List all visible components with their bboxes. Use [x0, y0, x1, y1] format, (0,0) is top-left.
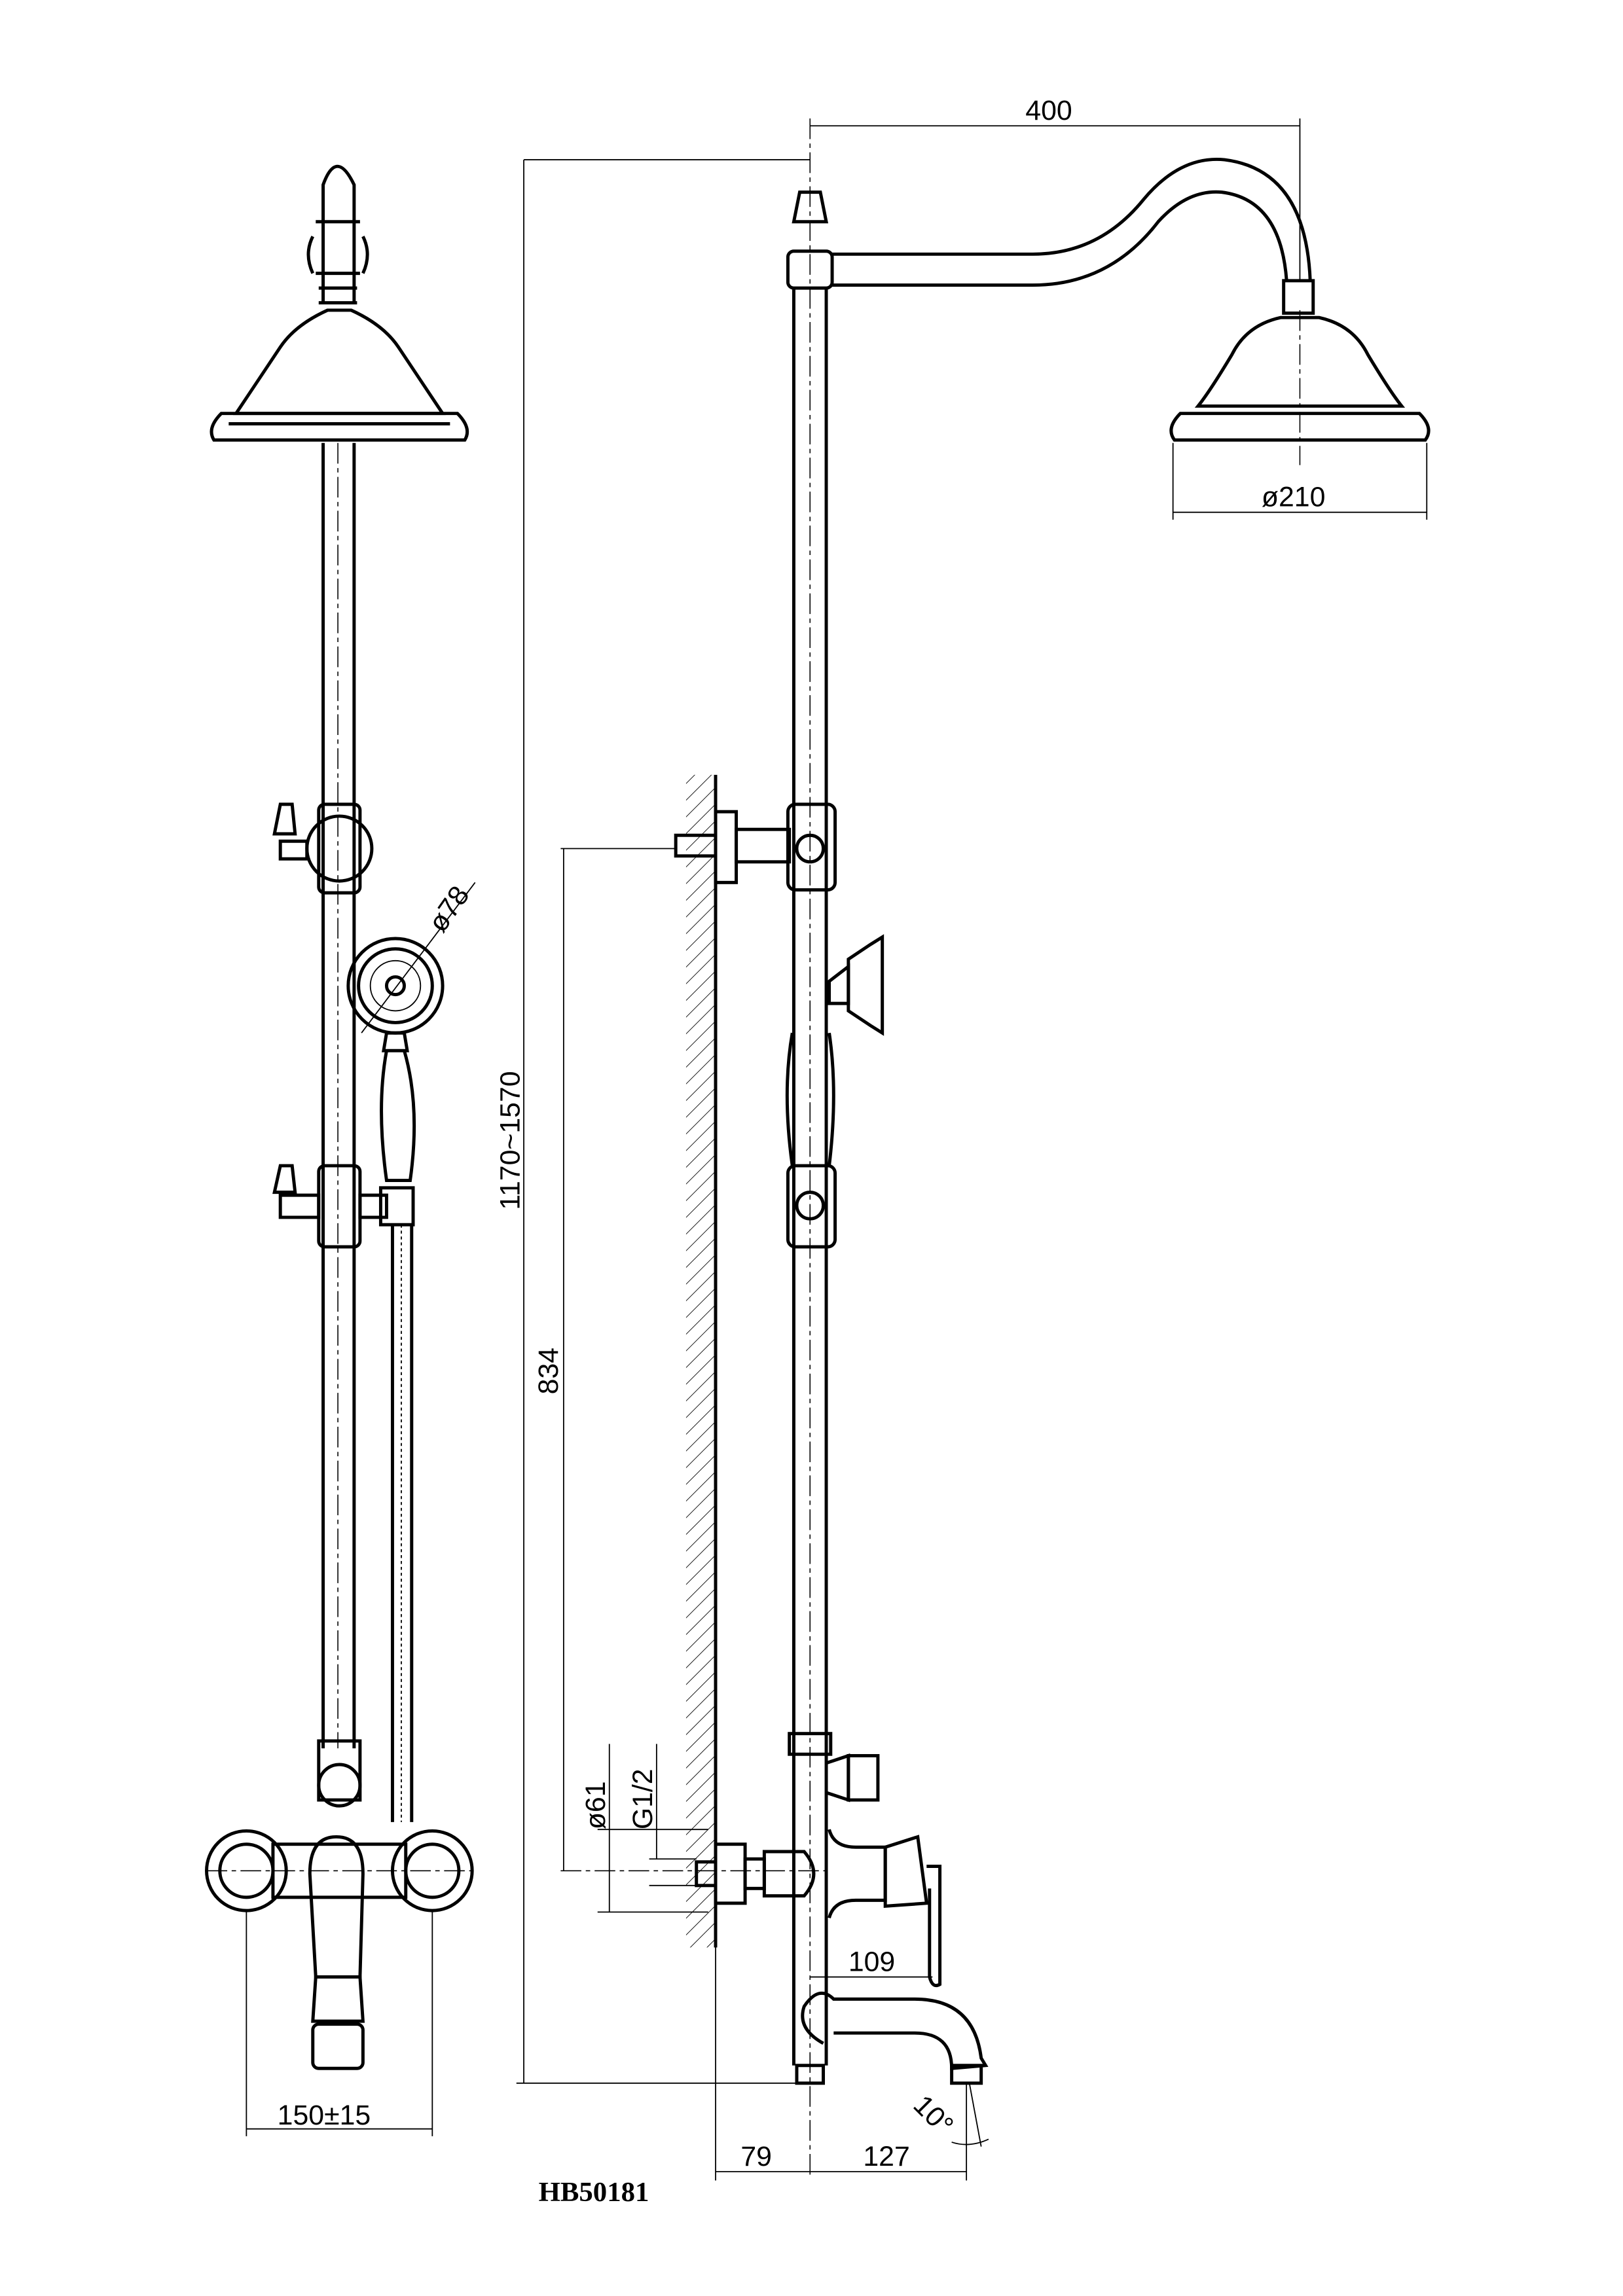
- side-view: 400 ø210: [494, 95, 1431, 2181]
- side-upper-bracket: [674, 802, 837, 892]
- dim-head-diameter-label: ø210: [1262, 482, 1326, 513]
- dim-spout-reach-label: 127: [863, 2141, 909, 2172]
- dim-head-diameter: ø210: [1172, 442, 1428, 520]
- front-hose: [390, 1225, 414, 1822]
- side-shower-head: [1169, 310, 1431, 465]
- side-slide-holder: [786, 1164, 837, 1249]
- dim-height-range: 1170~1570: [494, 159, 811, 2084]
- front-upper-valve: [272, 802, 374, 895]
- dim-hand-shower-diameter: ø78: [422, 880, 476, 938]
- side-shower-arm: [832, 157, 1315, 315]
- dim-arm-reach: 400: [810, 95, 1301, 281]
- dim-spout-angle-label: 10°: [907, 2089, 960, 2142]
- dim-inlet-centers-label: 150±15: [278, 2100, 371, 2131]
- dim-thread-label: G1/2: [627, 1768, 659, 1829]
- dim-wall-offset-spout-reach: 79 127 10°: [715, 1947, 989, 2181]
- dim-arm-reach-label: 400: [1025, 95, 1072, 126]
- dim-wall-offset-label: 79: [740, 2141, 772, 2172]
- side-spout: [801, 1991, 989, 2085]
- front-view: ø78: [205, 164, 476, 2136]
- dim-flange-thread: ø61 G1/2: [580, 1744, 708, 1913]
- dim-inlet-height: 834: [533, 848, 676, 1871]
- dim-inlet-height-label: 834: [533, 1348, 564, 1394]
- dim-inlet-centers: 150±15: [246, 1910, 433, 2136]
- dim-flange-diameter-label: ø61: [580, 1781, 611, 1829]
- front-shower-arm: [306, 164, 369, 305]
- wall: [685, 774, 718, 1948]
- dim-handle-projection: 109: [810, 1946, 933, 1978]
- dim-height-range-label: 1170~1570: [494, 1071, 526, 1210]
- side-hand-shower-holder: [785, 934, 884, 1166]
- front-slide-bar-holder: [272, 1164, 415, 1249]
- model-code: HB50181: [539, 2177, 649, 2208]
- front-riser-pipe: [321, 442, 356, 1749]
- side-riser-pipe: [786, 118, 834, 2176]
- front-hand-shower: ø78: [346, 880, 476, 1183]
- dim-handle-projection-label: 109: [848, 1946, 895, 1978]
- front-shower-head: [210, 308, 469, 442]
